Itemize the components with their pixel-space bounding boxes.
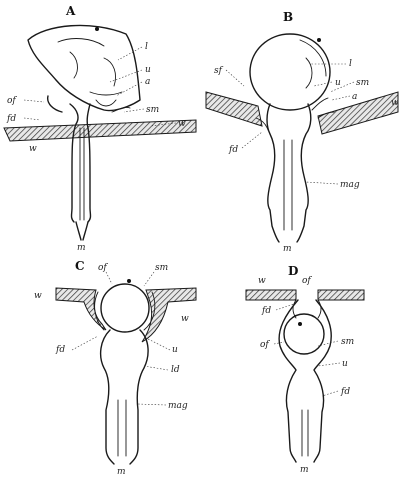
- label-c-mag: mag: [168, 401, 188, 411]
- label-a-fd: fd: [6, 114, 16, 124]
- label-c-w-right: w: [181, 314, 189, 324]
- label-c-of: of: [98, 263, 108, 273]
- label-c-fd: fd: [55, 345, 65, 355]
- panel-letter-c: C: [75, 259, 85, 273]
- label-d-of-side: of: [260, 340, 270, 350]
- panel-a-capsule: [28, 25, 140, 110]
- label-a-sm: sm: [146, 105, 159, 115]
- label-b-a: a: [352, 92, 357, 102]
- label-b-u: u: [335, 78, 341, 88]
- panel-letter-a: A: [65, 4, 76, 18]
- label-a-a: a: [145, 77, 150, 87]
- panel-a-wall: [4, 120, 196, 141]
- label-b-m: m: [283, 244, 292, 254]
- label-b-sf: sf: [214, 66, 224, 76]
- panel-letter-d: D: [288, 264, 298, 278]
- panel-b: B sf l u sm a w fd mag m: [206, 10, 399, 254]
- label-b-l: l: [349, 59, 352, 69]
- panel-c: C of sm w w fd u ld mag m: [34, 259, 196, 477]
- label-d-fd-top: fd: [261, 306, 271, 316]
- label-a-l: l: [145, 42, 148, 52]
- label-d-u: u: [342, 359, 348, 369]
- label-d-fd: fd: [340, 387, 350, 397]
- label-a-u: u: [145, 65, 151, 75]
- label-d-m: m: [300, 465, 309, 475]
- panel-c-capsule: [101, 284, 149, 332]
- label-b-fd: fd: [228, 145, 238, 155]
- panel-a: A l u a of fd sm w w m: [4, 4, 196, 253]
- panel-c-oviduct: [101, 330, 148, 464]
- label-a-m: m: [77, 243, 86, 253]
- label-d-w: w: [258, 276, 266, 286]
- label-c-w-left: w: [34, 291, 42, 301]
- label-c-sm: sm: [155, 263, 168, 273]
- panel-d: D w of fd of sm u fd m: [246, 264, 364, 475]
- panel-b-oviduct: [267, 104, 311, 242]
- label-b-w: w: [391, 98, 399, 108]
- label-b-mag: mag: [340, 180, 360, 190]
- panel-c-wall: [56, 288, 196, 342]
- panel-b-wall: [206, 92, 398, 134]
- label-c-m: m: [117, 467, 126, 477]
- label-a-of: of: [7, 96, 17, 106]
- label-a-w-right: w: [178, 119, 186, 129]
- label-d-sm: sm: [341, 337, 354, 347]
- panel-d-wall: [246, 290, 364, 300]
- label-a-w-left: w: [29, 144, 37, 154]
- label-d-of: of: [302, 276, 312, 286]
- panel-d-capsule: [284, 314, 324, 354]
- label-c-ld: ld: [171, 365, 180, 375]
- panel-letter-b: B: [283, 10, 293, 24]
- label-b-sm: sm: [356, 78, 369, 88]
- label-c-u: u: [172, 345, 178, 355]
- panel-b-capsule: [250, 34, 330, 110]
